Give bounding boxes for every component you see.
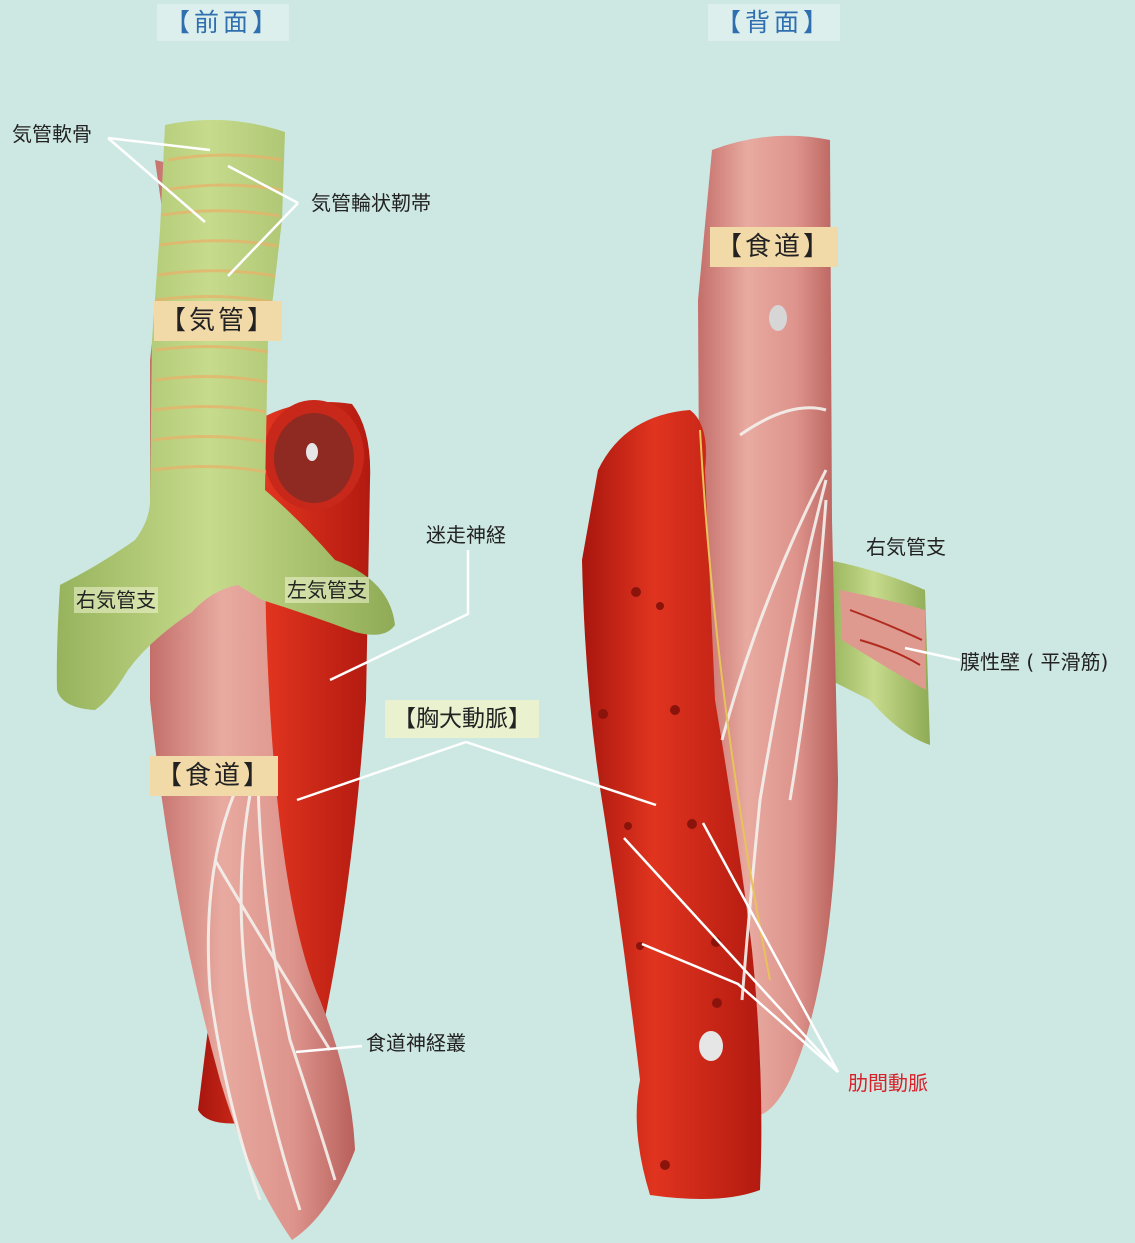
back-esophagus-label: 【食道】: [710, 227, 838, 267]
right-bronchus-front-label: 右気管支: [74, 587, 158, 613]
membranous-wall-label: 膜性壁 ( 平滑筋): [960, 649, 1108, 675]
front-trachea-label: 【気管】: [154, 301, 282, 341]
vagus-nerve-label: 迷走神経: [426, 522, 506, 548]
tracheal-cartilage-label: 気管軟骨: [12, 121, 92, 147]
front-view-title: 【前面】: [157, 4, 289, 41]
thoracic-aorta-label: 【胸大動脈】: [385, 700, 539, 738]
right-bronchus-back-label: 右気管支: [866, 534, 946, 560]
intercostal-artery-label: 肋間動脈: [848, 1070, 928, 1096]
back-view-title: 【背面】: [708, 4, 840, 41]
esophageal-plexus-label: 食道神経叢: [366, 1030, 466, 1056]
left-bronchus-label: 左気管支: [285, 577, 369, 603]
annular-ligament-label: 気管輪状靭帯: [311, 190, 431, 216]
front-esophagus-label: 【食道】: [150, 756, 278, 796]
